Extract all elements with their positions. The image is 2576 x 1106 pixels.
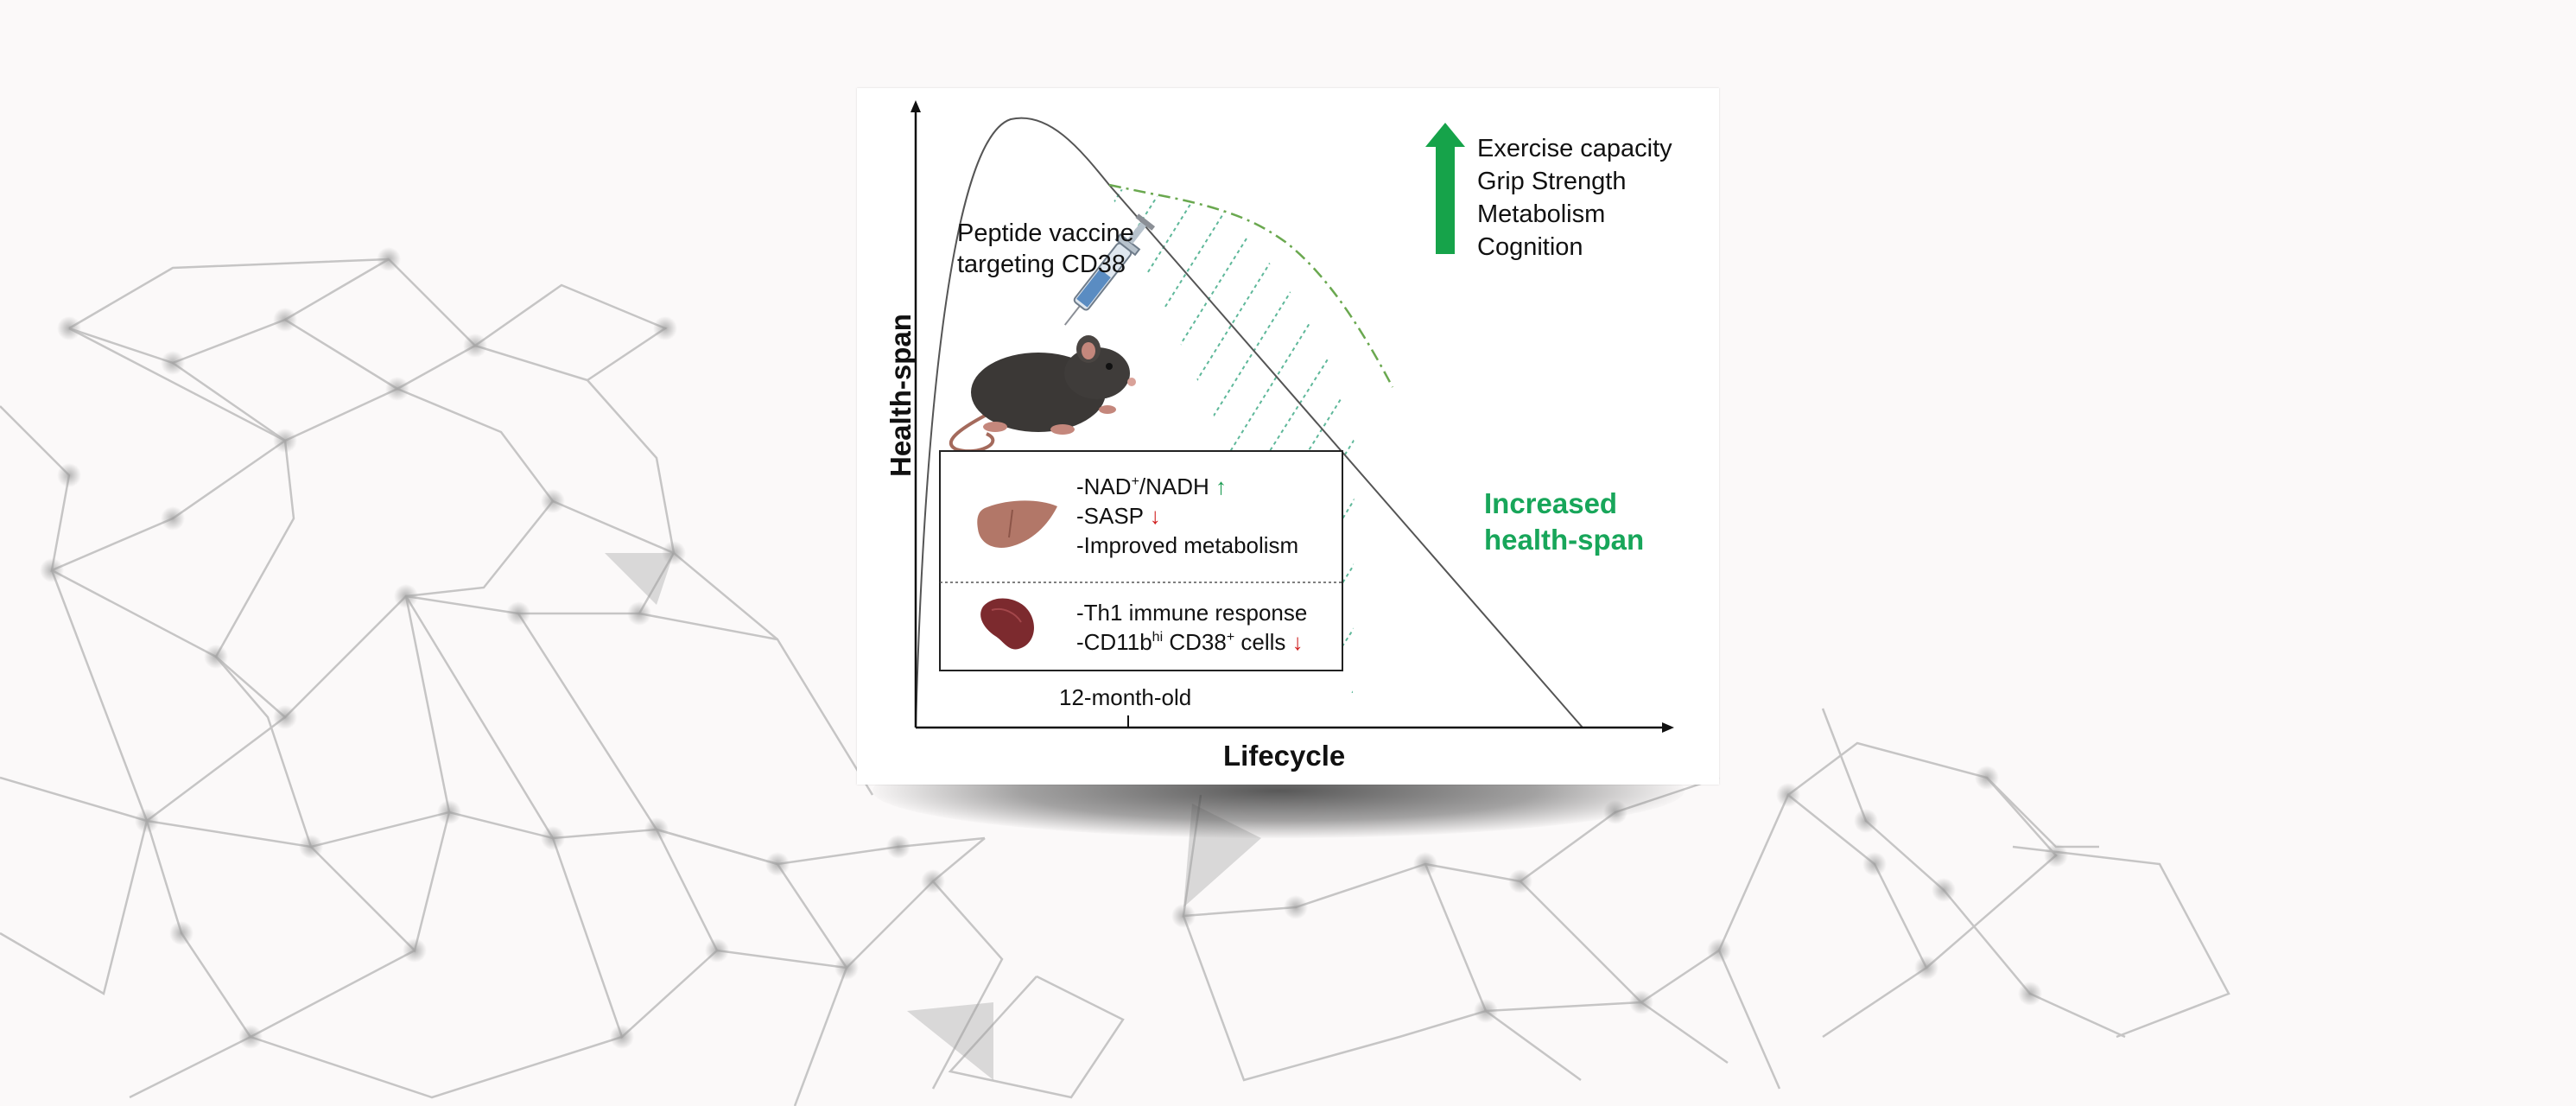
result-line-2: health-span [1484,524,1645,556]
figure-card: Health-span Lifecycle 12-month-old Pepti… [857,88,1719,785]
benefit-item: Exercise capacity [1477,135,1672,162]
benefit-item: Metabolism [1477,200,1606,228]
intervention-line-1: Peptide vaccine [957,219,1134,247]
benefit-item: Grip Strength [1477,168,1627,195]
baseline-healthspan-curve [915,117,1583,728]
syringe-icon [1063,213,1156,326]
extended-healthspan-curve [1108,183,1394,388]
increase-arrow-icon: ↑ [1215,474,1228,499]
spleen-icon [980,598,1034,650]
up-arrow-icon [1425,123,1465,254]
x-axis-arrowhead [1662,722,1674,733]
result-line-1: Increased [1484,487,1618,519]
x-tick-label: 12-month-old [1059,684,1192,710]
liver-effect-nad: -NAD+/NADH ↑ [1076,474,1228,499]
y-axis-arrowhead [910,100,921,112]
healthspan-diagram [910,100,1674,733]
benefits-list: Exercise capacity Grip Strength Metaboli… [1477,137,1672,260]
liver-icon [977,500,1057,548]
mouse-icon [949,335,1136,454]
spleen-effect-cd38: -CD11bhi CD38+ cells ↓ [1076,629,1304,655]
benefit-item: Cognition [1477,233,1583,261]
spleen-effect-th1: -Th1 immune response [1076,600,1308,626]
liver-effect-metabolism: -Improved metabolism [1076,532,1299,558]
intervention-line-2: targeting CD38 [957,251,1126,278]
decrease-arrow-icon: ↓ [1149,503,1161,529]
liver-effect-sasp: -SASP ↓ [1076,503,1161,529]
y-axis-label: Health-span [885,314,917,477]
x-axis-label: Lifecycle [1223,740,1346,772]
decrease-arrow-icon: ↓ [1291,629,1304,655]
